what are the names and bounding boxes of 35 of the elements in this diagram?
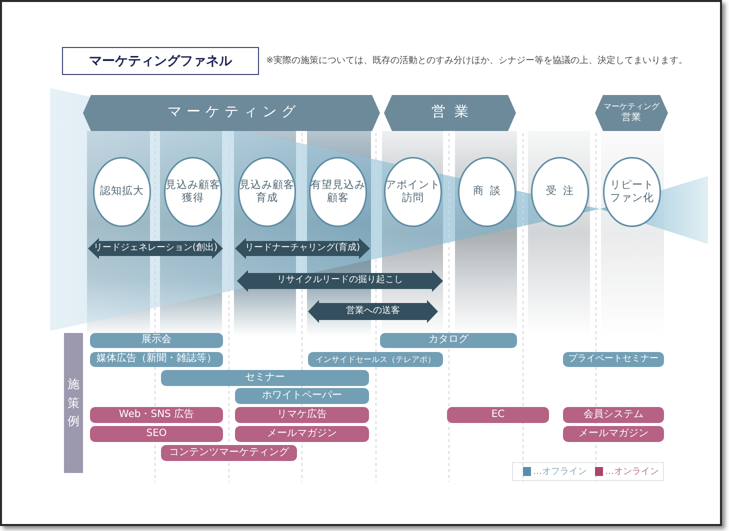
phase-banner: 営業 [384,95,516,131]
rounded-bar: Web・SNS 広告 [90,407,223,423]
side-band: 施策例 [64,333,83,473]
stage-circle: 見込み顧客育成 [238,157,296,227]
rounded-bar: SEO [90,426,223,442]
rounded-bar: カタログ [380,333,517,348]
phase-banner: マーケティング 営業 [595,95,668,131]
stage-circle: 見込み顧客獲得 [164,157,222,227]
rounded-bar: 媒体広告（新聞・雑誌等） [90,352,223,367]
rounded-bar: インサイドセールス（テレアポ） [308,352,443,367]
legend-text: …オンライン [605,466,659,478]
rounded-bar: コンテンツマーケティング [161,445,297,461]
note-text: ※実際の施策については、既存の活動とのすみ分けほか、シナジー等を協議の上、決定してまいります。 [266,55,688,67]
range-banner: リサイクルリードの掘り起こし [237,270,443,292]
range-banner: 営業への送客 [308,300,438,323]
rounded-bar: プライベートセミナー [563,352,664,367]
stage-circle: アポイント訪問 [384,157,442,227]
rounded-bar: ホワイトペーパー [235,388,369,404]
range-banner: リードナーチャリング(育成) [235,238,370,259]
rounded-bar: セミナー [161,370,369,386]
rounded-bar: メールマガジン [563,426,664,442]
title-box: マーケティングファネル [62,47,259,75]
rounded-bar: メールマガジン [235,426,369,442]
rounded-bar: EC [447,407,549,423]
stage-circle: 商談 [458,157,516,227]
range-banner: リードジェネレーション(創出) [88,238,223,259]
rounded-bar: リマケ広告 [235,407,369,423]
stage-circle: 受注 [531,157,589,227]
legend-text: …オフライン [533,466,587,478]
rounded-bar: 展示会 [90,333,223,348]
stage-circle: 有望見込み顧客 [309,157,367,227]
stage-circle: 認知拡大 [93,157,151,227]
rounded-bar: 会員システム [563,407,664,423]
stage-circle: リピートファン化 [603,157,661,227]
phase-banner: マーケティング [83,95,380,131]
